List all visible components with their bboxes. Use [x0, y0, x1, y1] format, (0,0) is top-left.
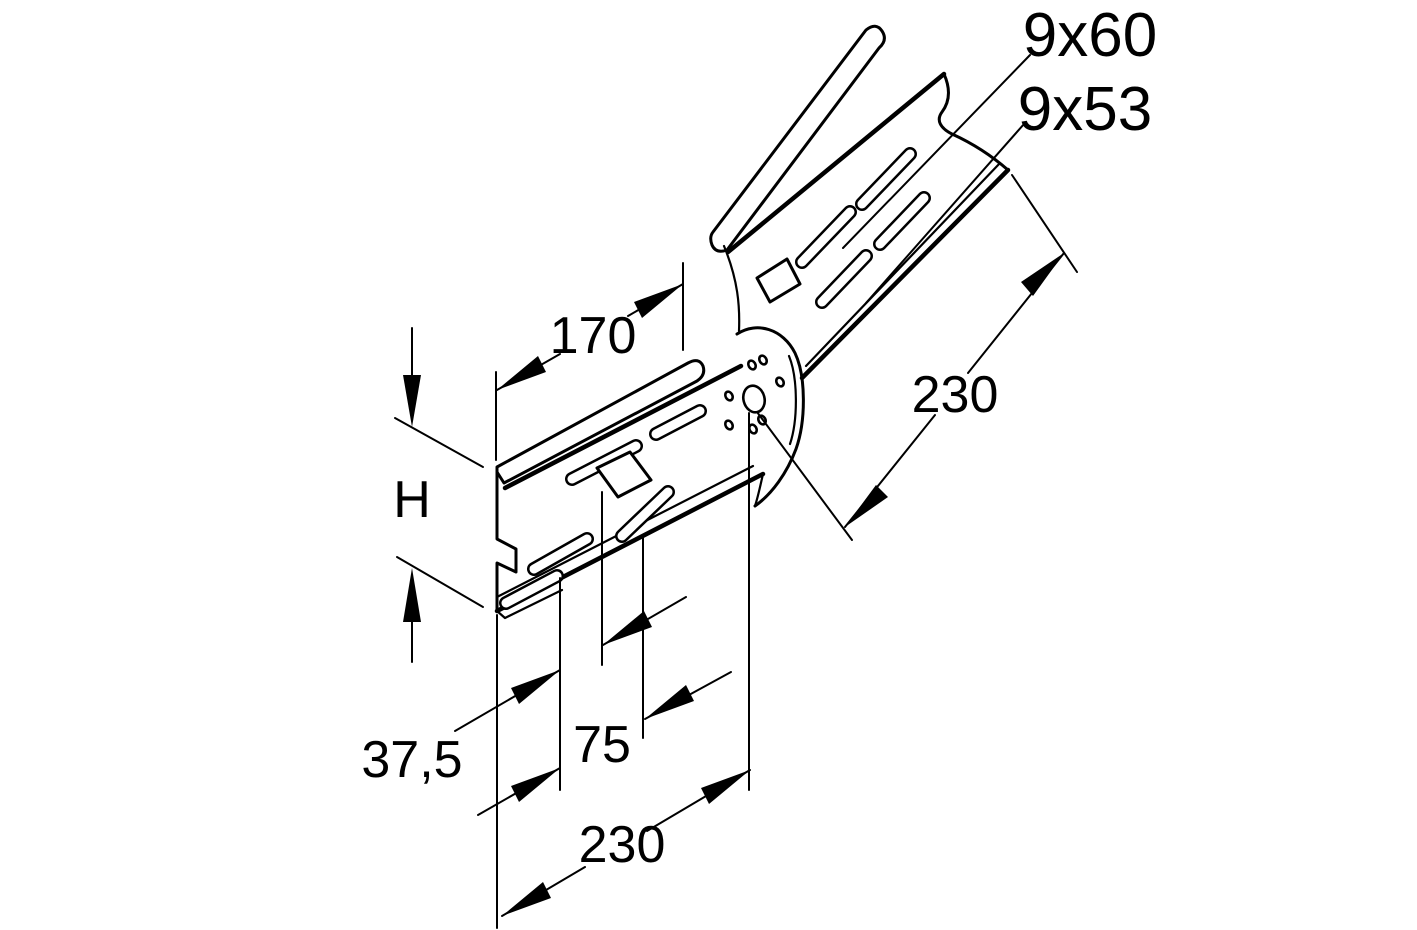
left-arm-top-flange — [495, 359, 706, 485]
dim75-label: 75 — [573, 716, 631, 774]
upper-arm-top-flange — [709, 24, 886, 253]
label-9x53: 9x53 — [1018, 75, 1152, 144]
upper-arm-bottom-edge — [799, 167, 1011, 381]
dim375-label: 37,5 — [361, 731, 462, 789]
dimension-lower-arm-230: 230 — [501, 769, 751, 917]
dim375-arrowhead-right — [603, 611, 652, 645]
upper-arm-bottom-inner — [804, 161, 1002, 368]
upper-arm-break-line — [937, 72, 1010, 172]
dim170-arrowhead-left — [497, 356, 546, 390]
dimension-flange-170: 170 — [495, 262, 684, 461]
dim230l-arrowhead-left — [502, 882, 551, 916]
upper-arm-sw-merge — [722, 244, 741, 333]
hinge-center-hole — [741, 384, 767, 414]
dim375-arrowhead-left — [511, 670, 560, 704]
dim75-arrowhead-right — [645, 685, 694, 719]
dimension-pitch-75: 75 — [477, 671, 732, 816]
dim170-label: 170 — [550, 307, 637, 365]
hinge-plate-lower-join — [753, 472, 765, 508]
leader-9x60 — [842, 54, 1031, 249]
leader-9x53 — [865, 123, 1025, 304]
dim230u-arrowhead-left — [845, 485, 888, 527]
hinge-plate-outline — [735, 326, 805, 508]
h-label: H — [393, 471, 431, 529]
bottom-extension-lines — [496, 412, 750, 929]
left-arm-end-profile — [495, 468, 518, 613]
dimension-upper-arm-230: 230 — [756, 174, 1078, 541]
left-arm-slots-upper — [565, 404, 707, 486]
dim230l-arrowhead-right — [701, 770, 750, 804]
upper-arm-web-fold — [725, 71, 947, 255]
left-arm-bottom-lip — [495, 588, 564, 620]
dim75-arrowhead-left — [511, 768, 560, 802]
h-arrowhead-bottom — [403, 568, 421, 622]
dimension-offset-37-5: 37,5 — [361, 596, 687, 789]
left-arm-tab — [595, 450, 653, 499]
h-ext-bottom — [396, 556, 484, 608]
left-arm-slots-lower — [499, 532, 594, 610]
upper-arm-rail — [709, 24, 1011, 381]
dim170-arrowhead-right — [634, 284, 683, 318]
label-9x60: 9x60 — [1023, 1, 1157, 70]
upper-arm-slots-lower — [815, 191, 931, 309]
dim230u-label: 230 — [912, 366, 999, 424]
left-arm-web-fold — [502, 363, 744, 491]
upper-arm-tab — [755, 257, 802, 304]
hinge-plate — [724, 326, 805, 508]
hinge-plate-thickness — [787, 354, 797, 446]
dim230l-label: 230 — [579, 816, 666, 874]
dim230u-ext-right — [1011, 174, 1078, 273]
left-arm-tab-slot — [615, 485, 675, 543]
slot-callouts: 9x60 9x53 — [842, 1, 1157, 304]
left-arm-rail — [494, 359, 766, 620]
dim230u-ext-left — [756, 411, 853, 541]
upper-arm-slots-upper — [795, 147, 917, 269]
dim230u-arrowhead-right — [1021, 253, 1064, 296]
dimension-height: H — [393, 327, 484, 663]
h-ext-top — [394, 417, 484, 468]
h-arrowhead-top — [403, 375, 421, 427]
